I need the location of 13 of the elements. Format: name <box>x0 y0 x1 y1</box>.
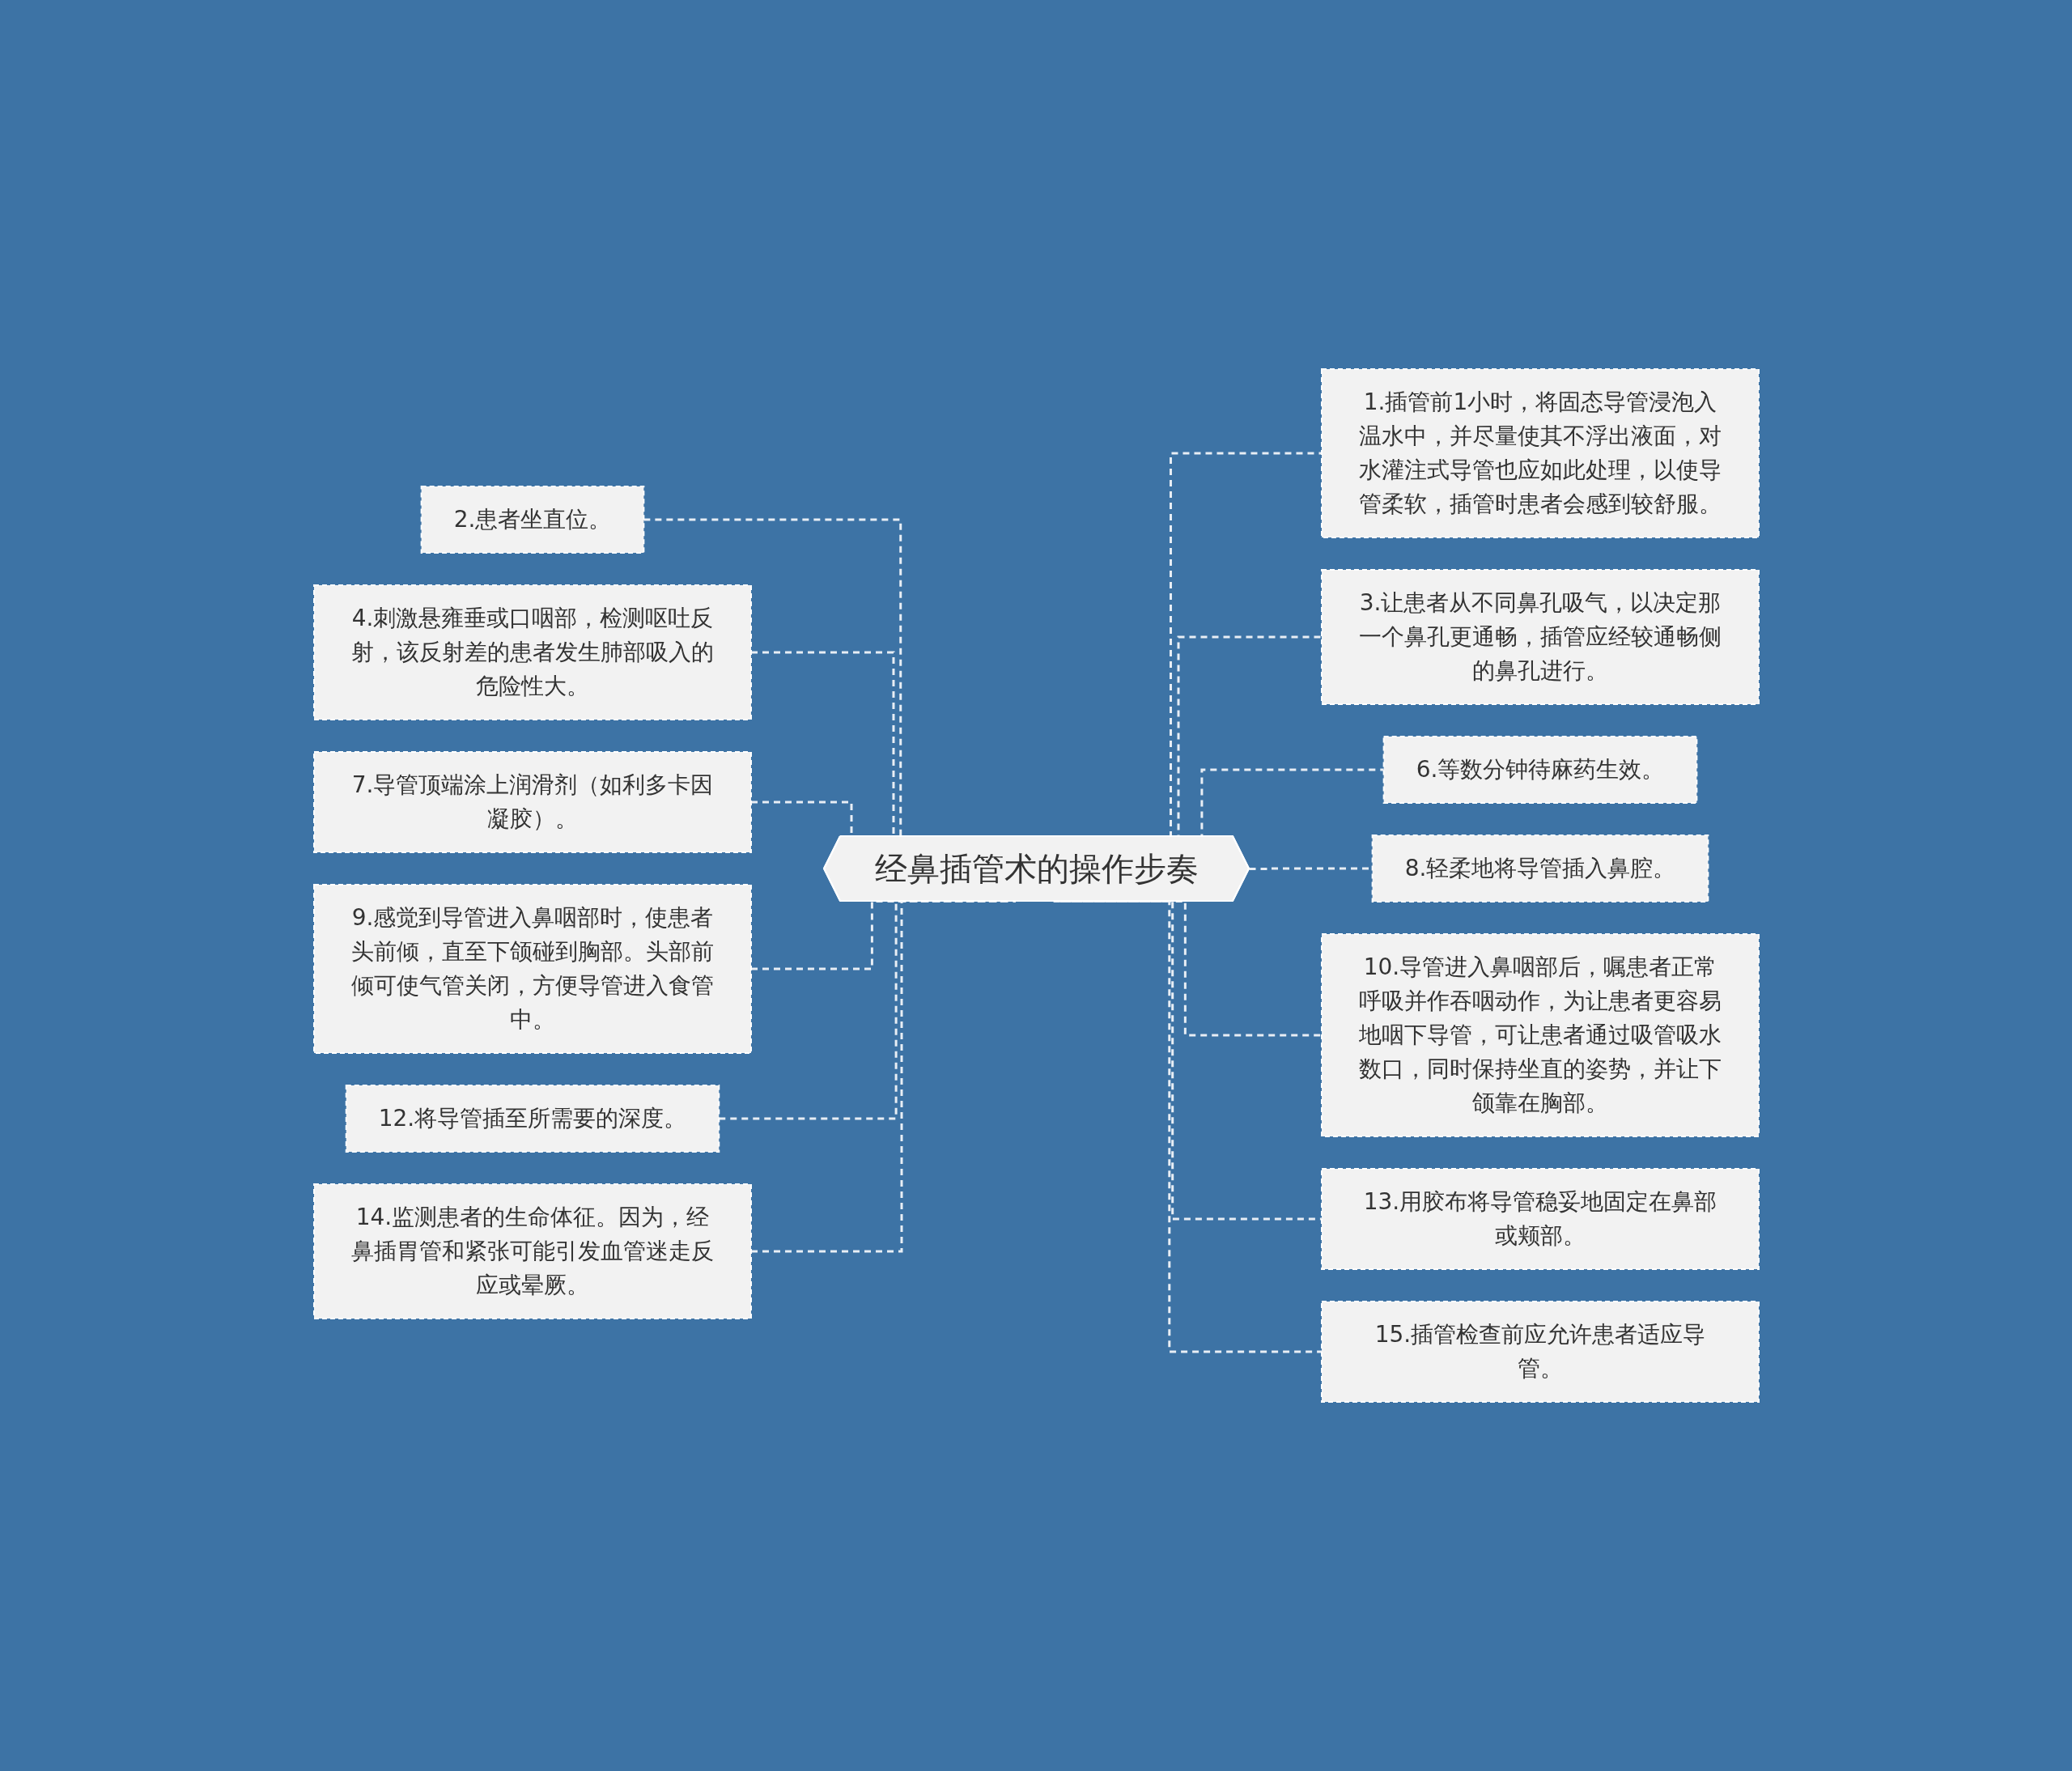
node-box: 14.监测患者的生命体征。因为，经鼻插胃管和紧张可能引发血管迷走反应或晕厥。 <box>312 1183 752 1319</box>
node-box: 3.让患者从不同鼻孔吸气，以决定那一个鼻孔更通畅，插管应经较通畅侧的鼻孔进行。 <box>1320 569 1760 705</box>
node-box: 6.等数分钟待麻药生效。 <box>1382 736 1697 804</box>
node-box: 13.用胶布将导管稳妥地固定在鼻部或颊部。 <box>1320 1168 1760 1270</box>
node-box: 15.插管检查前应允许患者适应导管。 <box>1320 1301 1760 1403</box>
node-box: 4.刺激悬雍垂或口咽部，检测呕吐反射，该反射差的患者发生肺部吸入的危险性大。 <box>312 584 752 720</box>
node-box: 9.感觉到导管进入鼻咽部时，使患者头前倾，直至下颌碰到胸部。头部前倾可使气管关闭，方便导管进入食管中。 <box>312 884 752 1054</box>
node-box: 2.患者坐直位。 <box>420 486 644 554</box>
node-box: 8.轻柔地将导管插入鼻腔。 <box>1371 835 1709 902</box>
node-box: 7.导管顶端涂上润滑剂（如利多卡因凝胶）。 <box>312 751 752 853</box>
node-box: 12.将导管插至所需要的深度。 <box>345 1085 720 1153</box>
node-box: 1.插管前1小时，将固态导管浸泡入温水中，并尽量使其不浮出液面，对水灌注式导管也应如此处理，以使导管柔软，插管时患者会感到较舒服。 <box>1320 368 1760 538</box>
node-box: 10.导管进入鼻咽部后，嘱患者正常呼吸并作吞咽动作，为让患者更容易地咽下导管，可让患者通过吸管吸水数口，同时保持坐直的姿势，并让下颌靠在胸部。 <box>1320 933 1760 1137</box>
